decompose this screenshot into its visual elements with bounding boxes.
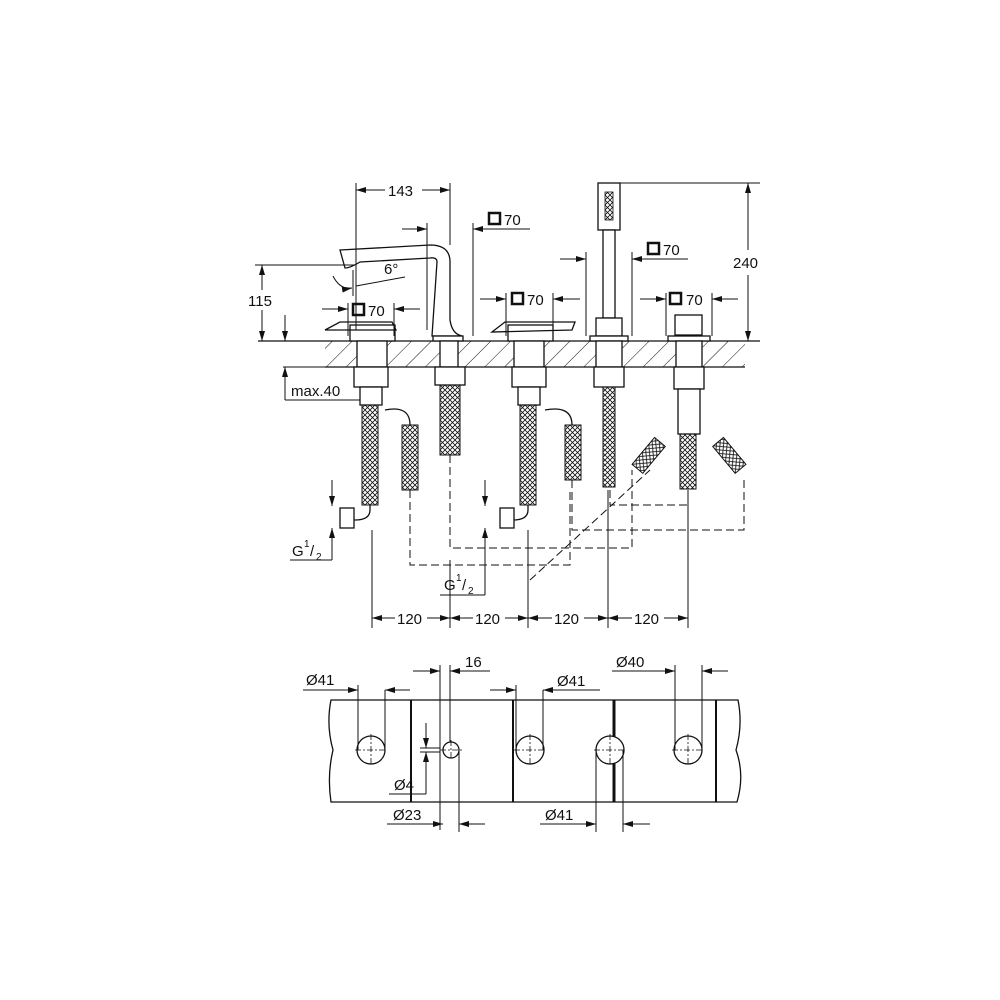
dim-spout-height: 115 6°	[248, 261, 406, 341]
dim-deck-thickness: max.40	[282, 366, 745, 401]
supply-hoses	[339, 404, 745, 581]
dim-label: 70	[663, 242, 680, 259]
svg-text:2: 2	[468, 586, 474, 597]
hand-shower	[589, 182, 629, 488]
mid-handle-valve	[490, 321, 576, 406]
diverter	[631, 314, 747, 490]
dim-label: 70	[686, 292, 703, 309]
plan-view: Ø41 16 Ø4 Ø23 Ø41 Ø41 Ø40	[303, 654, 742, 832]
dim-label: 70	[368, 303, 385, 320]
left-handle-valve	[324, 321, 398, 406]
svg-text:2: 2	[316, 552, 322, 563]
dim-rosette-left-handle: 70	[322, 302, 420, 336]
svg-text:120: 120	[634, 611, 659, 628]
svg-text:120: 120	[554, 611, 579, 628]
dim-label: 70	[504, 212, 521, 229]
svg-text:Ø23: Ø23	[393, 807, 421, 824]
svg-text:16: 16	[465, 654, 482, 671]
svg-text:/: /	[462, 577, 467, 594]
svg-text:/: /	[310, 543, 315, 560]
dim-label: 115	[248, 293, 272, 310]
svg-text:Ø4: Ø4	[394, 777, 414, 794]
dim-rosette-shower: 70	[560, 241, 688, 336]
dim-rosette-diverter: 70	[640, 291, 738, 336]
dim-rosette-mid-handle: 70	[480, 291, 580, 336]
dim-spacing: 120 120 120 120	[371, 490, 689, 628]
dim-label: 70	[527, 292, 544, 309]
svg-text:Ø40: Ø40	[616, 654, 644, 671]
dim-rosette-spout: 70	[402, 211, 530, 336]
dim-total-height: 240	[620, 182, 760, 341]
dim-label: 143	[388, 183, 413, 200]
thread-mid-label: G 1 / 2	[440, 480, 488, 597]
svg-text:Ø41: Ø41	[306, 672, 334, 689]
dim-spout-reach: 143	[355, 183, 451, 330]
svg-text:Ø41: Ø41	[557, 673, 585, 690]
dim-label: 240	[733, 255, 758, 272]
svg-text:1: 1	[456, 573, 462, 584]
svg-text:120: 120	[397, 611, 422, 628]
svg-text:1: 1	[304, 539, 310, 550]
svg-text:G: G	[292, 543, 304, 560]
angle-label: 6°	[384, 261, 398, 278]
thread-left-label: G 1 / 2	[290, 480, 335, 563]
dim-label: max.40	[291, 383, 340, 400]
svg-text:Ø41: Ø41	[545, 807, 573, 824]
svg-text:120: 120	[475, 611, 500, 628]
